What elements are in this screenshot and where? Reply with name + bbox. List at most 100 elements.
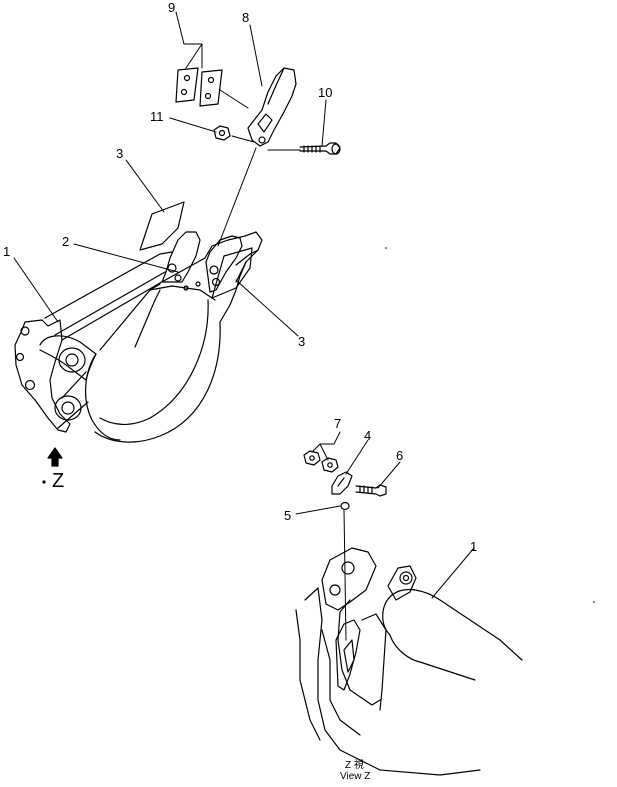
lock-plate-hole — [337, 477, 345, 487]
callout-5: 5 — [284, 508, 291, 523]
arrow-up-icon — [47, 447, 63, 467]
shim-hole — [180, 88, 188, 96]
adapter-bolt — [167, 263, 177, 273]
lock-parts — [303, 450, 387, 511]
hinge-boss — [65, 353, 79, 367]
shim-plate — [175, 67, 199, 103]
lock-bolt — [355, 484, 387, 497]
shim-hole — [183, 74, 191, 82]
adapter-bolt — [209, 265, 219, 275]
detail-side-plate — [321, 547, 377, 611]
leader-3a — [125, 159, 165, 213]
detail-boss — [329, 584, 341, 596]
callout-3-upper: 3 — [116, 146, 123, 161]
view-z-dot — [42, 480, 46, 484]
bucket-shell — [94, 321, 221, 443]
side-plate-hole — [15, 352, 25, 362]
detail-boss — [402, 574, 410, 582]
leader-2 — [73, 243, 179, 273]
shim-plate — [199, 69, 223, 107]
lock-nut-hole — [309, 455, 315, 461]
callout-6: 6 — [396, 448, 403, 463]
leader-6 — [377, 461, 401, 489]
tooth-bolt-thread — [303, 145, 321, 153]
callout-10: 10 — [318, 85, 332, 100]
leader-10 — [321, 99, 327, 147]
leader-7 — [311, 431, 341, 461]
callout-3-lower: 3 — [298, 334, 305, 349]
detail-boss — [341, 561, 355, 575]
caption-line-1: Z 視 — [345, 758, 364, 771]
hinge-tube — [382, 594, 393, 636]
bucket-inner-edge — [99, 283, 161, 351]
bucket-hole — [195, 281, 201, 287]
side-cutter-plate — [211, 247, 253, 299]
leader-8 — [249, 24, 263, 87]
callout-8: 8 — [242, 10, 249, 25]
hinge-tube — [391, 588, 523, 661]
leader-9 — [175, 11, 203, 69]
hinge-boss — [58, 347, 86, 373]
detail-bucket-plate — [295, 609, 321, 741]
lock-nut — [321, 457, 339, 473]
adapter-bolt — [174, 274, 182, 282]
side-plate-hole — [24, 379, 36, 391]
tooth-pin-hole — [258, 136, 266, 144]
callout-2: 2 — [62, 234, 69, 249]
view-z-label: Z — [52, 470, 64, 492]
lock-nut — [303, 450, 321, 466]
tooth-nut-hole — [218, 129, 226, 137]
tooth-kit — [175, 67, 341, 155]
callout-4: 4 — [364, 428, 371, 443]
lock-plate — [331, 471, 353, 495]
callout-1-upper: 1 — [3, 244, 10, 259]
leader-3b — [235, 279, 299, 337]
callout-9: 9 — [168, 0, 175, 15]
bucket-right-side-plate — [235, 249, 259, 266]
bucket-hole — [183, 285, 189, 291]
detail-bucket-plate — [337, 599, 381, 706]
bucket-top-rail — [61, 257, 206, 341]
detail-bucket-plate — [304, 587, 481, 776]
leader-1a — [13, 257, 59, 323]
leader-lines — [13, 11, 475, 641]
scan-speck — [385, 247, 387, 249]
detail-tooth-slot — [343, 639, 355, 673]
tooth-nut — [213, 125, 231, 141]
bucket-top-rail — [44, 251, 173, 319]
bucket-tooth-edge — [267, 67, 285, 105]
bucket-assembly — [14, 201, 263, 443]
bucket-top-rail — [54, 271, 166, 336]
hinge-boss — [61, 401, 75, 415]
scan-speck — [593, 601, 595, 603]
detail-bucket-plate — [321, 629, 361, 736]
view-z-arrow: Z — [42, 447, 64, 492]
side-plate-hole — [20, 326, 30, 336]
bucket-lip — [57, 371, 89, 429]
view-caption: Z 視 View Z — [340, 758, 370, 782]
bucket-left-side-plate — [14, 319, 71, 433]
bucket-tooth-slot — [257, 113, 273, 133]
bucket-inner-edge — [149, 285, 216, 301]
leader-1b — [431, 547, 475, 599]
detail-bucket-plate — [361, 613, 387, 711]
detail-side-plate — [387, 565, 417, 601]
leader-z-drop — [343, 509, 347, 641]
callout-7: 7 — [334, 416, 341, 431]
side-cutter-plate — [139, 201, 185, 251]
callouts: 9 8 10 11 3 2 1 3 7 4 6 5 1 — [3, 0, 477, 554]
bucket-shell — [99, 299, 209, 425]
view-z-detail — [295, 547, 523, 776]
lock-bolt-thread — [359, 485, 373, 494]
shim-hole — [207, 76, 215, 84]
leader-11 — [169, 117, 217, 133]
bucket-tooth — [247, 67, 297, 147]
bucket-right-side-plate — [204, 231, 263, 323]
tooth-bolt-head — [331, 143, 341, 155]
side-cutter-edge — [235, 261, 247, 283]
detail-boss — [399, 571, 413, 585]
callout-1-lower: 1 — [470, 539, 477, 554]
lock-washer — [340, 501, 350, 511]
lock-nut-hole — [327, 462, 333, 468]
